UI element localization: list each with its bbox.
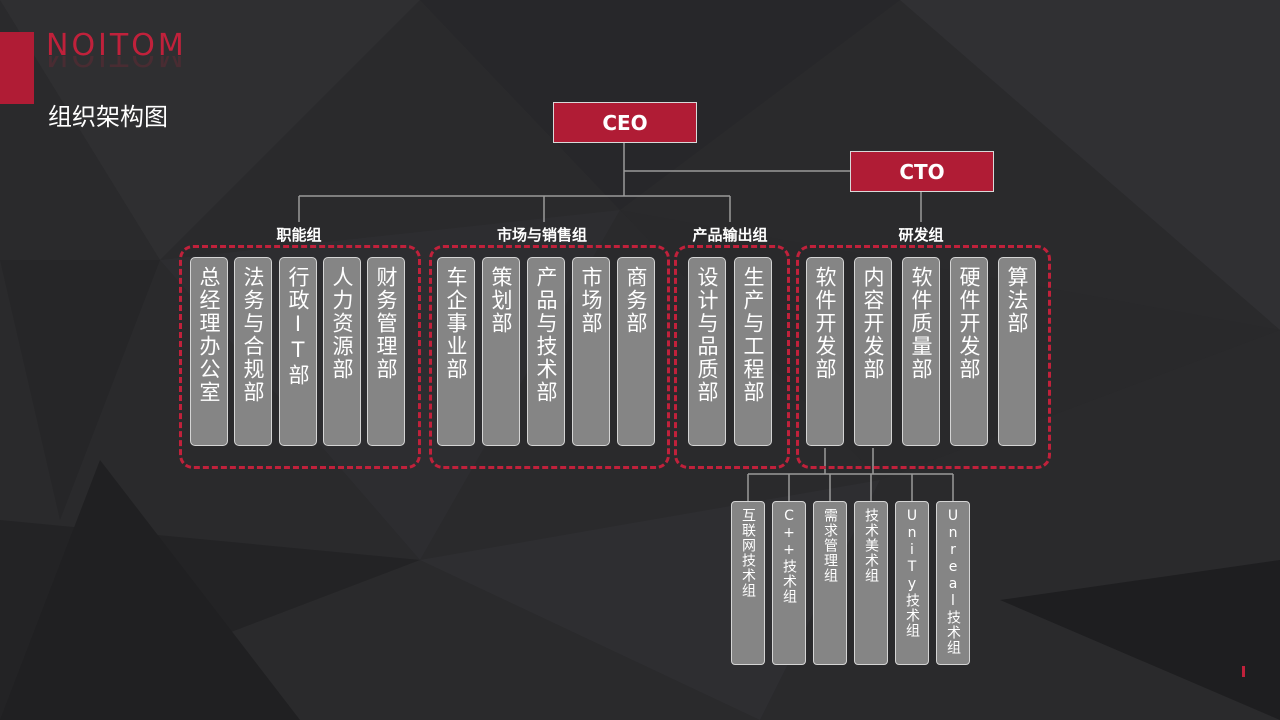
dept-box: 算法部 <box>998 257 1036 446</box>
dept-box: 产品与技术部 <box>527 257 565 446</box>
dept-box: 法务与合规部 <box>234 257 272 446</box>
team-box: UniTy技术组 <box>895 501 929 665</box>
dept-label: 人力资源部 <box>330 266 354 381</box>
dept-box: 人力资源部 <box>323 257 361 446</box>
dept-box: 策划部 <box>482 257 520 446</box>
dept-label: 设计与品质部 <box>695 266 719 404</box>
dept-box: 内容开发部 <box>854 257 892 446</box>
page-marker <box>1242 666 1245 677</box>
team-box: Unreal技术组 <box>936 501 970 665</box>
dept-box: 设计与品质部 <box>688 257 726 446</box>
team-box: C++技术组 <box>772 501 806 665</box>
page-title: 组织架构图 <box>48 103 168 131</box>
group-frame-functional <box>179 245 421 469</box>
dept-label: 生产与工程部 <box>741 266 765 404</box>
dept-label: 算法部 <box>1005 266 1029 335</box>
team-label: 技术美术组 <box>863 508 879 583</box>
dept-label: 财务管理部 <box>374 266 398 381</box>
cto-box: CTO <box>850 151 994 192</box>
dept-box: 财务管理部 <box>367 257 405 446</box>
dept-box: 行政IT部 <box>279 257 317 446</box>
group-label-product-output: 产品输出组 <box>692 226 768 244</box>
group-frame-marketing-sales <box>429 245 670 469</box>
dept-label: 市场部 <box>579 266 603 335</box>
team-label: C++技术组 <box>781 508 797 604</box>
dept-box: 生产与工程部 <box>734 257 772 446</box>
dept-label: 内容开发部 <box>861 266 885 381</box>
ceo-box: CEO <box>553 102 697 143</box>
dept-box: 商务部 <box>617 257 655 446</box>
dept-label: 策划部 <box>489 266 513 335</box>
group-frame-product-output <box>674 245 790 469</box>
team-label: UniTy技术组 <box>904 508 920 638</box>
dept-label: 商务部 <box>624 266 648 335</box>
group-label-functional: 职能组 <box>276 226 322 244</box>
dept-label: 产品与技术部 <box>534 266 558 404</box>
dept-box: 软件开发部 <box>806 257 844 446</box>
group-label-marketing-sales: 市场与销售组 <box>496 226 587 244</box>
dept-box: 车企事业部 <box>437 257 475 446</box>
team-label: Unreal技术组 <box>945 508 961 655</box>
logo-text: NOITOM <box>46 28 187 63</box>
dept-box: 硬件开发部 <box>950 257 988 446</box>
team-box: 互联网技术组 <box>731 501 765 665</box>
team-box: 需求管理组 <box>813 501 847 665</box>
team-label: 需求管理组 <box>822 508 838 583</box>
dept-label: 硬件开发部 <box>957 266 981 381</box>
team-label: 互联网技术组 <box>740 508 756 598</box>
logo-reflection: NOITOM <box>46 56 187 70</box>
dept-label: 行政IT部 <box>286 266 310 387</box>
accent-bar <box>0 32 34 104</box>
dept-box: 市场部 <box>572 257 610 446</box>
dept-label: 总经理办公室 <box>197 266 221 404</box>
group-label-rd: 研发组 <box>898 226 944 244</box>
brand-logo: NOITOM NOITOM <box>46 28 187 71</box>
dept-label: 软件开发部 <box>813 266 837 381</box>
dept-label: 车企事业部 <box>444 266 468 381</box>
group-frame-rd <box>796 245 1051 469</box>
dept-box: 总经理办公室 <box>190 257 228 446</box>
team-box: 技术美术组 <box>854 501 888 665</box>
dept-label: 软件质量部 <box>909 266 933 381</box>
dept-label: 法务与合规部 <box>241 266 265 404</box>
dept-box: 软件质量部 <box>902 257 940 446</box>
